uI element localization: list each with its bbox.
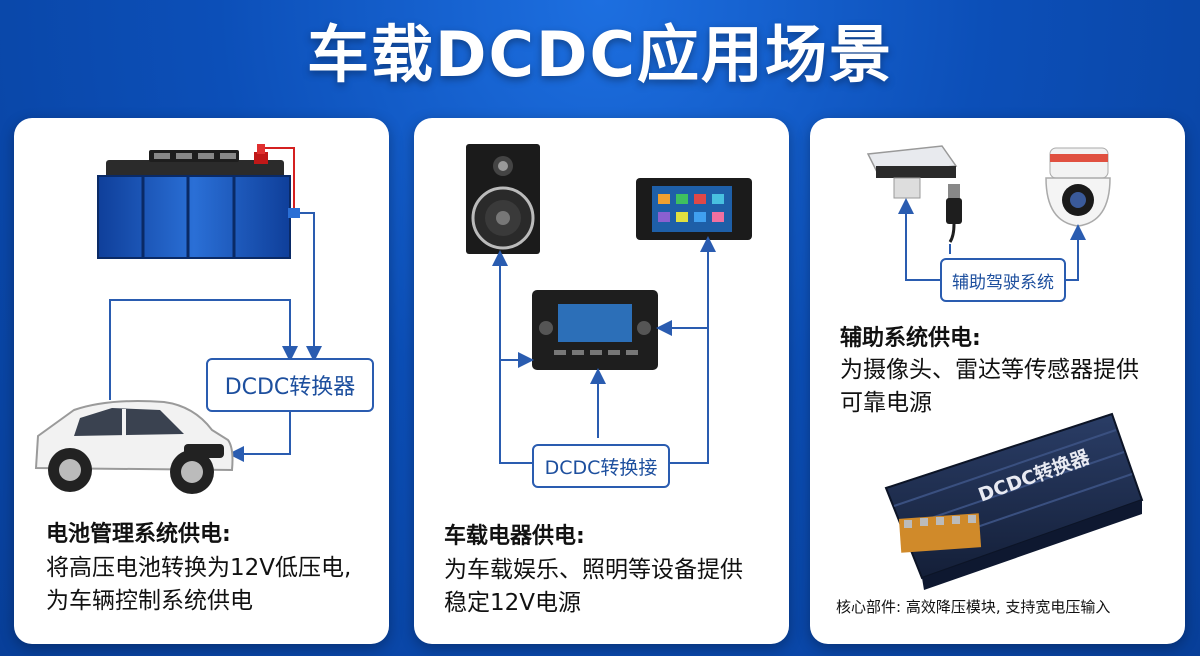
core-component-note: 核心部件: 高效降压模块, 支持宽电压输入: [836, 598, 1111, 616]
dcdc-converter-box: DCDC转换器: [206, 358, 374, 412]
adas-system-box: 辅助驾驶系统: [940, 258, 1066, 302]
panel3-line-1: 为摄像头、雷达等传感器提供: [840, 357, 1139, 383]
car-icon: [34, 400, 234, 494]
panel-adas-power: DCDC转换器 辅助驾驶系统 辅助系统供电: 为摄像头、雷达等传感器提供 可靠电…: [810, 118, 1185, 644]
panel1-heading: 电池管理系统供电:: [46, 522, 231, 547]
car-radio-icon: [532, 290, 658, 370]
panel1-line-1: 将高压电池转换为12V低压电,: [46, 555, 352, 581]
dcdc-converter-box: DCDC转换接: [532, 444, 670, 488]
adas-camera-icon: [866, 145, 958, 199]
panel2-line-1: 为车载娱乐、照明等设备提供: [444, 557, 743, 583]
panel1-line-2: 为车辆控制系统供电: [46, 588, 253, 614]
panel2-line-2: 稳定12V电源: [444, 590, 582, 616]
page-title: 车载DCDC应用场景: [307, 18, 893, 91]
converter-module-icon: [884, 412, 1144, 590]
panel-vehicle-electronics: DCDC转换接 车载电器供电: 为车载娱乐、照明等设备提供 稳定12V电源: [414, 118, 789, 644]
panel-battery-management: DCDC转换器 电池管理系统供电: 将高压电池转换为12V低压电, 为车辆控制系…: [14, 118, 389, 644]
usb-cable-icon: [946, 184, 962, 243]
speaker-icon: [466, 144, 540, 254]
battery-icon: [97, 144, 291, 259]
panel2-heading: 车载电器供电:: [444, 524, 585, 549]
dome-camera-icon: [1045, 147, 1111, 227]
touchscreen-icon: [636, 178, 752, 240]
panel3-heading: 辅助系统供电:: [840, 326, 981, 351]
panel3-line-2: 可靠电源: [840, 390, 932, 416]
